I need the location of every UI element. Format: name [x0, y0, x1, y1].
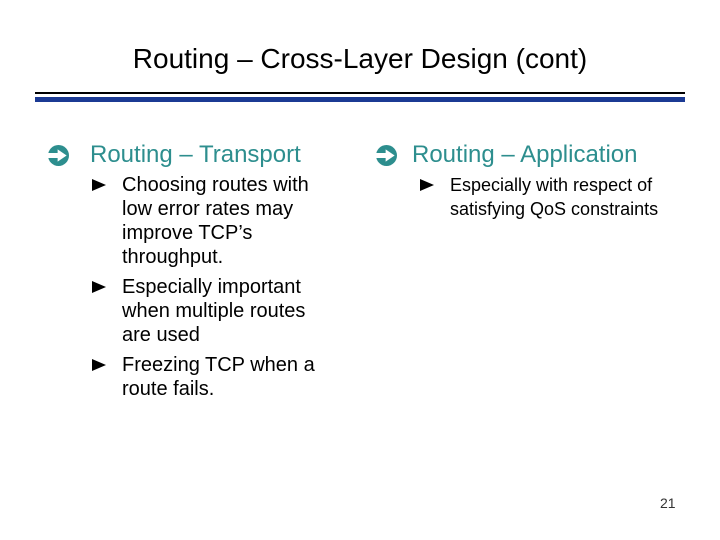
right-triangle-icon: [92, 281, 106, 293]
bullet-text: Especially important when multiple route…: [122, 276, 306, 346]
right-triangle-icon: [92, 179, 106, 191]
slide-title: Routing – Cross-Layer Design (cont): [132, 43, 588, 74]
section-heading: Routing – Application: [412, 141, 638, 168]
bullet-item: Choosing routes with low error rates may…: [48, 173, 360, 269]
circle-right-arrow-icon: [376, 144, 397, 166]
bullet-item: Especially with respect of satisfying Qo…: [376, 173, 696, 221]
bullet-text: Especially with respect of satisfying Qo…: [450, 175, 659, 219]
bullet-list: Choosing routes with low error rates may…: [48, 173, 360, 401]
bullet-item: Especially important when multiple route…: [48, 275, 360, 347]
heading-row: Routing – Application: [376, 141, 696, 169]
right-triangle-icon: [420, 179, 434, 191]
divider-line-thick: [35, 97, 685, 102]
bullet-item: Freezing TCP when a route fails.: [48, 353, 360, 401]
column-routing-transport: Routing – Transport Choosing routes with…: [48, 141, 360, 407]
circle-right-arrow-icon: [48, 144, 69, 166]
bullet-text: Choosing routes with low error rates may…: [122, 174, 309, 268]
page-number: 21: [660, 495, 676, 511]
right-triangle-icon: [92, 359, 106, 371]
bullet-list: Especially with respect of satisfying Qo…: [376, 173, 696, 221]
section-heading: Routing – Transport: [90, 141, 301, 168]
heading-row: Routing – Transport: [48, 141, 360, 169]
column-routing-application: Routing – Application Especially with re…: [376, 141, 696, 227]
divider-line-thin: [35, 92, 685, 94]
bullet-text: Freezing TCP when a route fails.: [122, 354, 315, 400]
